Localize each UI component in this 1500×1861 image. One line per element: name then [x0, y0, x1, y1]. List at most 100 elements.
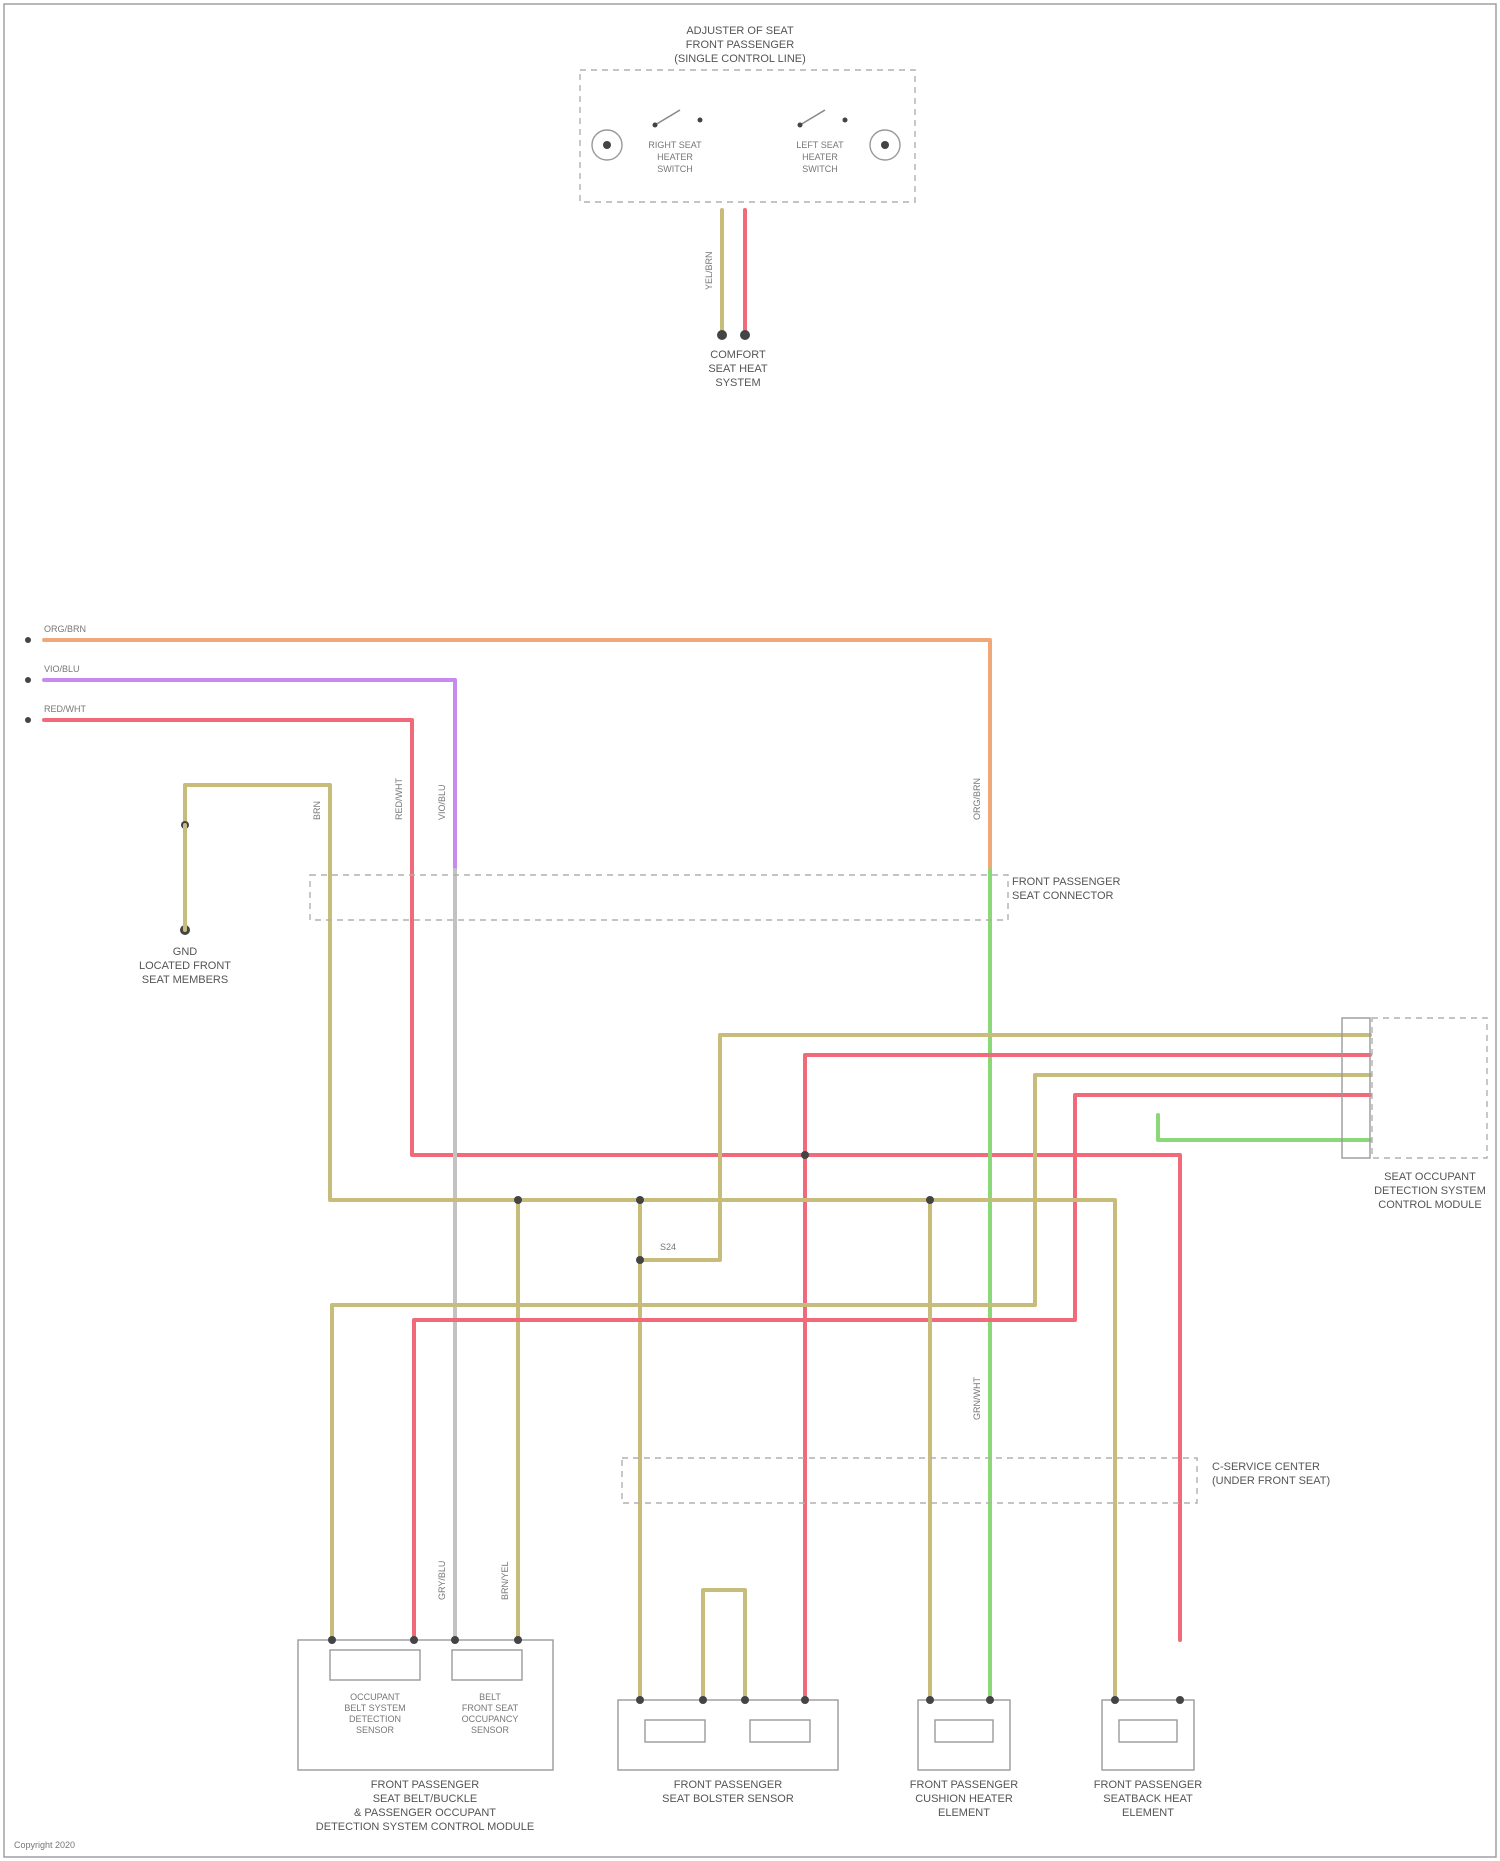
terminal: [514, 1636, 522, 1644]
wire-label-red: RED/WHT: [394, 778, 404, 820]
left-switch-terminal-icon: [843, 118, 848, 123]
terminal: [1111, 1696, 1119, 1704]
legend-violet-terminal: [25, 677, 31, 683]
wire-label-green: GRN/WHT: [972, 1377, 982, 1420]
left-switch-label-1: LEFT SEAT: [796, 140, 844, 150]
assembly-back-label-1: FRONT PASSENGER: [1094, 1779, 1202, 1791]
legend-orange-terminal: [25, 637, 31, 643]
seatback-heater-icon: [1119, 1720, 1177, 1742]
connector-2-label-2: (UNDER FRONT SEAT): [1212, 1475, 1330, 1487]
left-switch-pivot-icon: [798, 123, 803, 128]
seat-connector-2: C-SERVICE CENTER (UNDER FRONT SEAT): [622, 1458, 1330, 1503]
top-wire-label-a: YEL/BRN: [704, 251, 714, 290]
module-right-label-3: CONTROL MODULE: [1378, 1199, 1482, 1211]
wire-red-module-1: [805, 1055, 1370, 1700]
junctions: [180, 821, 934, 1264]
top-wire-tan-end: [717, 330, 727, 340]
junction-tan-bolster: [636, 1196, 644, 1204]
top-wire-red-end: [740, 330, 750, 340]
assembly-left: OCCUPANT BELT SYSTEM DETECTION SENSOR BE…: [298, 1640, 553, 1833]
connector-2-label-1: C-SERVICE CENTER: [1212, 1461, 1320, 1473]
terminal: [986, 1696, 994, 1704]
bottom-top-label-2: SEAT HEAT: [708, 363, 768, 375]
terminal: [451, 1636, 459, 1644]
terminal: [741, 1696, 749, 1704]
assembly-back-label-2: SEATBACK HEAT: [1103, 1793, 1193, 1805]
assembly-center-box: [618, 1700, 838, 1770]
cushion-heater-icon: [935, 1720, 993, 1742]
footer-text: Copyright 2020: [14, 1840, 75, 1850]
legend-red-label: RED/WHT: [44, 704, 86, 714]
connector-1-label-2: SEAT CONNECTOR: [1012, 890, 1114, 902]
sensor1b-label-1: BELT: [479, 1692, 501, 1702]
assembly-center-label-2: SEAT BOLSTER SENSOR: [662, 1793, 794, 1805]
assembly-center-label-1: FRONT PASSENGER: [674, 1779, 782, 1791]
assembly-heater-label-1: FRONT PASSENGER: [910, 1779, 1018, 1791]
wire-green-module: [1158, 1115, 1370, 1140]
occupant-module-connector: [1342, 1018, 1370, 1158]
assembly-center: FRONT PASSENGER SEAT BOLSTER SENSOR: [618, 1700, 838, 1805]
ground-label-2: LOCATED FRONT: [139, 960, 231, 972]
wire-tan-branch: [518, 1200, 1115, 1700]
splice-label: S24: [660, 1242, 676, 1252]
junction-s24: [636, 1256, 644, 1264]
terminal: [926, 1696, 934, 1704]
main-wiring: [44, 640, 1370, 1700]
assembly-heater-box: [918, 1700, 1010, 1770]
ground-label-1: GND: [173, 946, 198, 958]
wire-tan-module-2: [332, 1075, 1370, 1640]
wire-red-module-2: [414, 1095, 1370, 1640]
assembly-left-label-1: FRONT PASSENGER: [371, 1779, 479, 1791]
belt-sensor-icon: [452, 1650, 522, 1680]
sensor1-label-3: DETECTION: [349, 1714, 401, 1724]
assembly-heater-label-3: ELEMENT: [938, 1807, 990, 1819]
seat-connector-1: FRONT PASSENGER SEAT CONNECTOR: [310, 875, 1120, 920]
page-border: [4, 4, 1496, 1857]
bottom-top-label-1: COMFORT: [710, 349, 766, 361]
top-module-box: [580, 70, 915, 202]
legend-red-terminal: [25, 717, 31, 723]
right-switch-lamp-icon: [603, 141, 611, 149]
wire-label-tan-b: BRN/YEL: [500, 1561, 510, 1600]
terminal: [410, 1636, 418, 1644]
assembly-heater: FRONT PASSENGER CUSHION HEATER ELEMENT: [910, 1700, 1018, 1819]
assembly-left-label-2: SEAT BELT/BUCKLE: [373, 1793, 478, 1805]
terminal: [1176, 1696, 1184, 1704]
occupant-sensor-icon: [330, 1650, 420, 1680]
connector-1-label-1: FRONT PASSENGER: [1012, 876, 1120, 888]
sensor1b-label-4: SENSOR: [471, 1725, 510, 1735]
terminal: [636, 1696, 644, 1704]
bolster-sensor-a-icon: [645, 1720, 705, 1742]
sensor1b-label-2: FRONT SEAT: [462, 1703, 519, 1713]
module-right-label-2: DETECTION SYSTEM: [1374, 1185, 1486, 1197]
occupant-module: SEAT OCCUPANT DETECTION SYSTEM CONTROL M…: [1342, 1018, 1487, 1211]
right-switch-contact-icon: [655, 110, 680, 125]
left-switch-label-2: HEATER: [802, 152, 838, 162]
right-switch-pivot-icon: [653, 123, 658, 128]
legend-orange-label: ORG/BRN: [44, 624, 86, 634]
right-switch-label-2: HEATER: [657, 152, 693, 162]
assembly-heater-label-2: CUSHION HEATER: [915, 1793, 1013, 1805]
wire-red-main: [44, 720, 1180, 1640]
module-right-label-1: SEAT OCCUPANT: [1384, 1171, 1476, 1183]
wire-label-tan: BRN: [312, 801, 322, 820]
connector-1-box: [310, 875, 1008, 920]
sensor1-label-1: OCCUPANT: [350, 1692, 400, 1702]
wire-label-gray: GRY/BLU: [437, 1561, 447, 1600]
top-module: ADJUSTER OF SEAT FRONT PASSENGER (SINGLE…: [580, 25, 915, 389]
left-switch-lamp-icon: [881, 141, 889, 149]
sensor1-label-2: BELT SYSTEM: [344, 1703, 405, 1713]
terminal: [801, 1696, 809, 1704]
wire-label-orange: ORG/BRN: [972, 778, 982, 820]
wire-violet-main: [44, 680, 455, 870]
occupant-module-box: [1372, 1018, 1487, 1158]
assembly-back-box: [1102, 1700, 1194, 1770]
assembly-left-label-4: DETECTION SYSTEM CONTROL MODULE: [316, 1821, 534, 1833]
wire-tan-ground-loop: [185, 785, 518, 1640]
assembly-back-label-3: ELEMENT: [1122, 1807, 1174, 1819]
junction-tan-left: [514, 1196, 522, 1204]
left-switch-label-3: SWITCH: [802, 164, 838, 174]
assembly-left-label-3: & PASSENGER OCCUPANT: [354, 1807, 496, 1819]
top-module-title-3: (SINGLE CONTROL LINE): [674, 53, 806, 65]
